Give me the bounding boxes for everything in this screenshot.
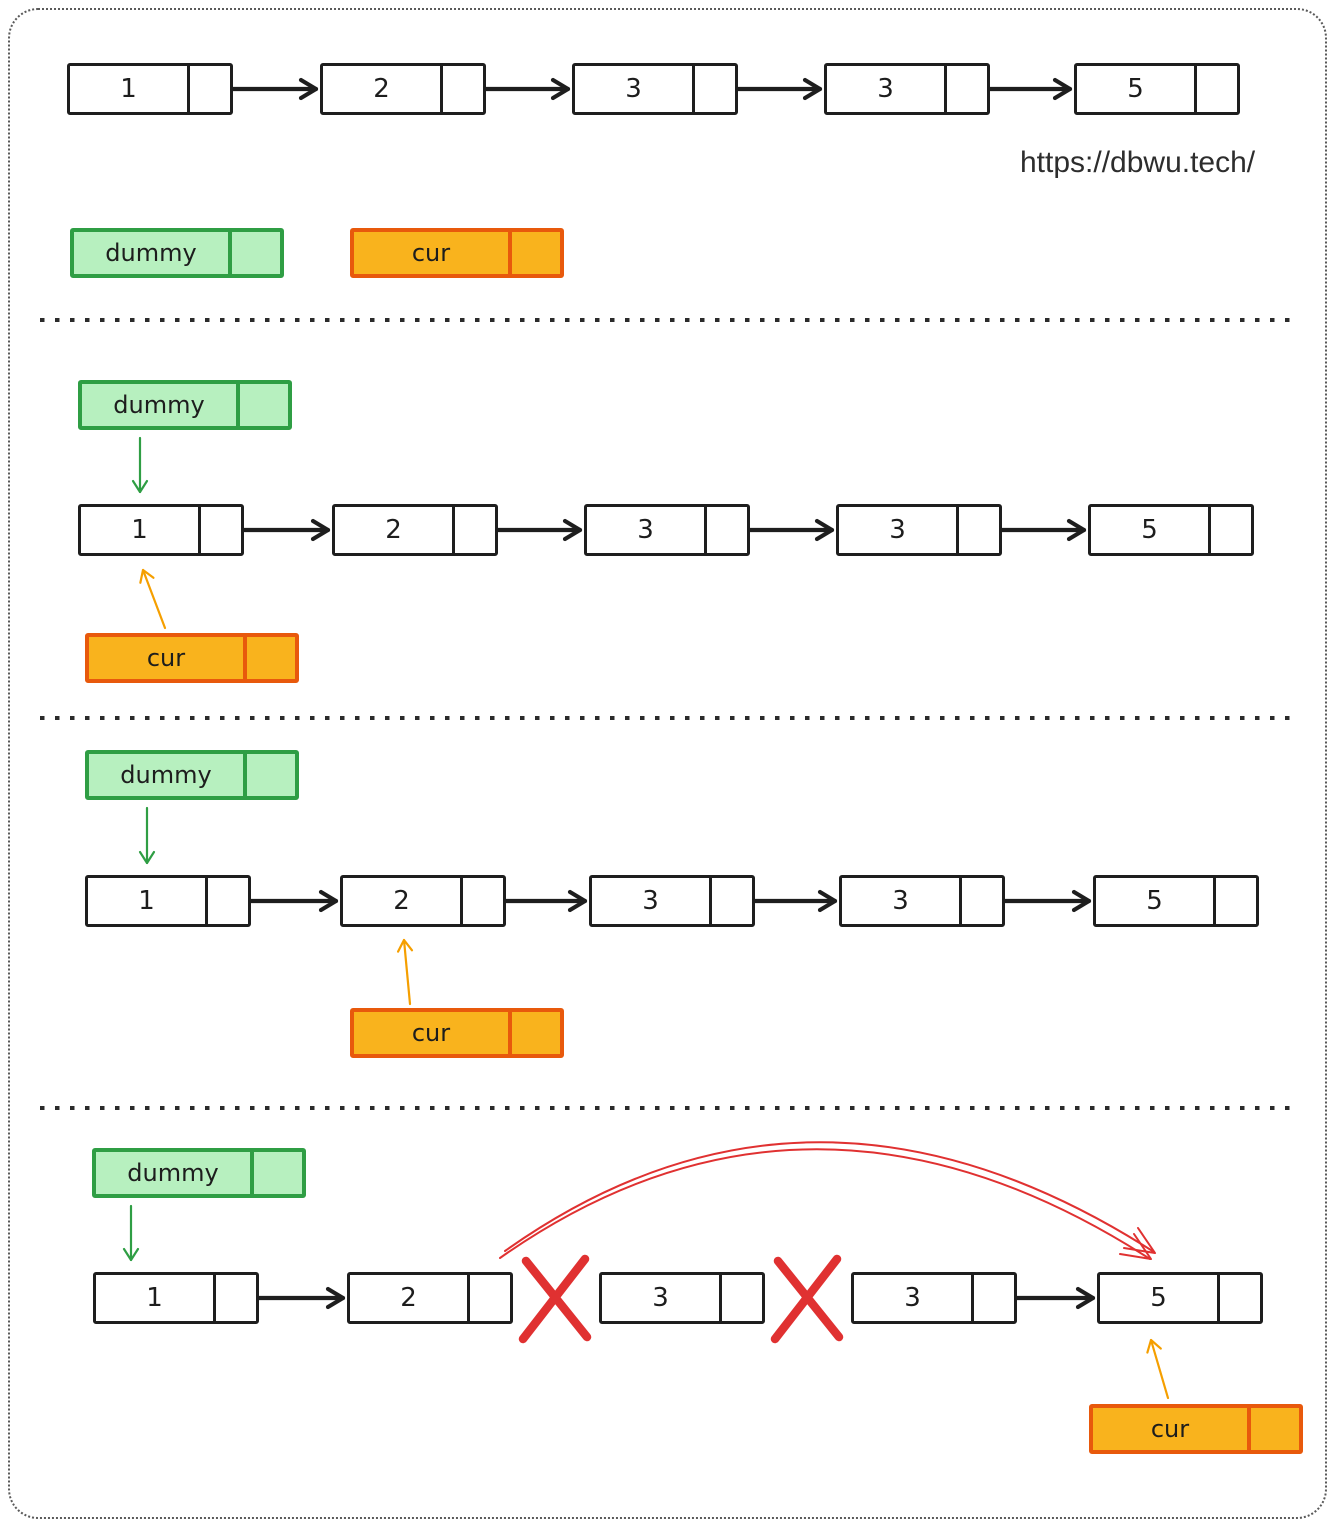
node-next-pointer-cell xyxy=(187,66,230,112)
pointer-label: dummy xyxy=(113,391,205,419)
pointer-label: dummy xyxy=(105,239,197,267)
row2-node-1: 1 xyxy=(78,504,244,556)
row2-dummy-pointer-box: dummy xyxy=(78,380,292,430)
row4-node-3: 3 xyxy=(599,1272,765,1324)
row4-node-1: 1 xyxy=(93,1272,259,1324)
section-divider-3 xyxy=(40,1106,1296,1110)
node-next-pointer-cell xyxy=(205,878,248,924)
row1-node-5: 5 xyxy=(1074,63,1240,115)
pointer-cell xyxy=(508,232,560,274)
legend-dummy-pointer-box: dummy xyxy=(70,228,284,278)
node-value: 3 xyxy=(892,886,909,916)
node-value: 3 xyxy=(637,515,654,545)
node-value: 1 xyxy=(120,74,137,104)
page-border xyxy=(8,8,1327,1519)
pointer-label: cur xyxy=(1150,1415,1190,1443)
legend-cur-pointer-box: cur xyxy=(350,228,564,278)
row2-node-2: 2 xyxy=(332,504,498,556)
node-value: 1 xyxy=(146,1283,163,1313)
row3-dummy-pointer-box: dummy xyxy=(85,750,299,800)
row3-node-3: 3 xyxy=(589,875,755,927)
node-next-pointer-cell xyxy=(460,878,503,924)
node-value: 3 xyxy=(652,1283,669,1313)
node-value: 5 xyxy=(1146,886,1163,916)
pointer-cell xyxy=(236,384,288,426)
section-divider-2 xyxy=(40,716,1296,720)
row2-cur-pointer-box: cur xyxy=(85,633,299,683)
node-value: 1 xyxy=(131,515,148,545)
row1-node-2: 2 xyxy=(320,63,486,115)
row4-node-5: 5 xyxy=(1097,1272,1263,1324)
node-next-pointer-cell xyxy=(452,507,495,553)
row2-node-5: 5 xyxy=(1088,504,1254,556)
node-next-pointer-cell xyxy=(1194,66,1237,112)
row2-node-4: 3 xyxy=(836,504,1002,556)
node-next-pointer-cell xyxy=(1213,878,1256,924)
pointer-label: cur xyxy=(146,644,186,672)
row3-node-4: 3 xyxy=(839,875,1005,927)
node-next-pointer-cell xyxy=(1208,507,1251,553)
row4-node-4: 3 xyxy=(851,1272,1017,1324)
row3-node-5: 5 xyxy=(1093,875,1259,927)
node-value: 2 xyxy=(393,886,410,916)
pointer-cell xyxy=(1247,1408,1299,1450)
node-value: 5 xyxy=(1127,74,1144,104)
row3-node-2: 2 xyxy=(340,875,506,927)
node-next-pointer-cell xyxy=(213,1275,256,1321)
section-divider-1 xyxy=(40,318,1296,322)
node-next-pointer-cell xyxy=(959,878,1002,924)
node-next-pointer-cell xyxy=(198,507,241,553)
node-value: 3 xyxy=(625,74,642,104)
pointer-cell xyxy=(243,754,295,796)
node-value: 5 xyxy=(1141,515,1158,545)
node-value: 3 xyxy=(904,1283,921,1313)
pointer-cell xyxy=(508,1012,560,1054)
pointer-cell xyxy=(250,1152,302,1194)
node-next-pointer-cell xyxy=(944,66,987,112)
node-next-pointer-cell xyxy=(709,878,752,924)
node-next-pointer-cell xyxy=(719,1275,762,1321)
site-url-watermark: https://dbwu.tech/ xyxy=(1020,146,1256,179)
node-value: 1 xyxy=(138,886,155,916)
node-next-pointer-cell xyxy=(692,66,735,112)
node-value: 3 xyxy=(642,886,659,916)
node-next-pointer-cell xyxy=(956,507,999,553)
row1-node-4: 3 xyxy=(824,63,990,115)
node-next-pointer-cell xyxy=(971,1275,1014,1321)
node-next-pointer-cell xyxy=(440,66,483,112)
node-value: 5 xyxy=(1150,1283,1167,1313)
row4-dummy-pointer-box: dummy xyxy=(92,1148,306,1198)
pointer-label: dummy xyxy=(127,1159,219,1187)
pointer-label: cur xyxy=(411,1019,451,1047)
pointer-label: dummy xyxy=(120,761,212,789)
node-value: 2 xyxy=(373,74,390,104)
node-next-pointer-cell xyxy=(1217,1275,1260,1321)
row3-node-1: 1 xyxy=(85,875,251,927)
row4-node-2: 2 xyxy=(347,1272,513,1324)
node-value: 3 xyxy=(889,515,906,545)
row1-node-3: 3 xyxy=(572,63,738,115)
row1-node-1: 1 xyxy=(67,63,233,115)
row3-cur-pointer-box: cur xyxy=(350,1008,564,1058)
node-next-pointer-cell xyxy=(467,1275,510,1321)
node-value: 2 xyxy=(385,515,402,545)
node-value: 2 xyxy=(400,1283,417,1313)
row4-cur-pointer-box: cur xyxy=(1089,1404,1303,1454)
pointer-cell xyxy=(228,232,280,274)
row2-node-3: 3 xyxy=(584,504,750,556)
node-next-pointer-cell xyxy=(704,507,747,553)
node-value: 3 xyxy=(877,74,894,104)
pointer-cell xyxy=(243,637,295,679)
pointer-label: cur xyxy=(411,239,451,267)
